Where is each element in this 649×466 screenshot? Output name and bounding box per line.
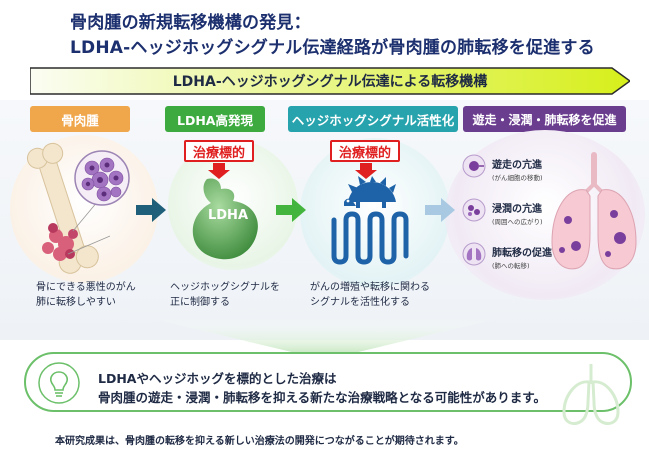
- receptor-icon: [331, 211, 409, 265]
- hedgehog-caption: がんの増殖や転移に関わる シグナルを活性化する: [310, 280, 430, 310]
- arrow-right-icon: [136, 198, 166, 222]
- treatment-target-hedgehog: 治療標的: [330, 140, 400, 162]
- lungs-icon: [551, 152, 637, 270]
- conclusion-callout: [24, 352, 632, 412]
- ldha-caption: ヘッジホッグシグナルを 正に制御する: [170, 280, 280, 310]
- funnel-shape: [150, 318, 500, 354]
- effect-sub: (肺への転移): [492, 262, 530, 270]
- callout-line-2: 骨肉腫の遊走・浸潤・肺転移を抑える新たな治療戦略となる可能性があります。: [98, 390, 547, 405]
- stage-hedgehog-label: ヘッジホッグシグナル活性化: [288, 106, 458, 132]
- stage-metastasis-label: 遊走・浸潤・肺転移を促進: [463, 106, 626, 132]
- cell-migration-icon: [462, 154, 486, 178]
- callout-line-1: LDHAやヘッジホッグを標的とした治療は: [98, 371, 337, 386]
- caption-line: 肺に転移しやすい: [36, 297, 116, 308]
- effect-label: 遊走の亢進: [492, 160, 542, 171]
- osteosarcoma-caption: 骨にできる悪性のがん 肺に転移しやすい: [36, 280, 136, 310]
- title-line-2: LDHA-ヘッジホッグシグナル伝達経路が骨肉腫の肺転移を促進する: [70, 38, 595, 58]
- treatment-target-ldha: 治療標的: [184, 140, 254, 162]
- footer-note: 本研究成果は、骨肉腫の転移を抑える新しい治療法の開発につながることが期待されます…: [55, 436, 464, 447]
- stage-osteosarcoma-label: 骨肉腫: [30, 106, 130, 132]
- effect-lung-metastasis: 肺転移の促進 (肺への転移): [492, 248, 552, 272]
- arrow-down-icon: [355, 163, 377, 179]
- hedgehog-icon: [344, 176, 396, 208]
- banner-arrow-icon: [30, 67, 630, 95]
- caption-line: 骨にできる悪性のがん: [36, 282, 136, 293]
- tumor-cells-icon: [74, 150, 130, 206]
- banner-label: LDHA-ヘッジホッグシグナル伝達による転移機構: [172, 74, 488, 90]
- effect-invasion: 浸潤の亢進 (周囲への広がり): [492, 204, 543, 228]
- caption-line: 正に制御する: [170, 297, 230, 308]
- bone-icon: [26, 142, 111, 274]
- caption-line: ヘッジホッグシグナルを: [170, 282, 280, 293]
- arrow-down-icon: [208, 163, 230, 179]
- effect-sub: (周囲への広がり): [492, 218, 543, 226]
- caption-line: がんの増殖や転移に関わる: [310, 282, 430, 293]
- ldha-protein-label: LDHA: [207, 208, 248, 223]
- effect-label: 肺転移の促進: [492, 248, 552, 259]
- title-line-1: 骨肉腫の新規転移機構の発見：: [70, 13, 311, 33]
- effect-migration: 遊走の亢進 (がん細胞の移動): [492, 160, 543, 184]
- tumor-mass: [42, 223, 78, 261]
- lungs-outline-icon: [562, 364, 620, 426]
- lung-metastasis-icon: [462, 242, 486, 266]
- ldha-protein-icon: [192, 178, 258, 260]
- lightbulb-icon: [38, 362, 80, 404]
- stage-ldha-label: LDHA高発現: [165, 106, 265, 132]
- arrow-right-icon: [276, 198, 306, 222]
- effect-label: 浸潤の亢進: [492, 204, 542, 215]
- cell-invasion-icon: [462, 198, 486, 222]
- arrow-right-icon: [425, 198, 455, 222]
- caption-line: シグナルを活性化する: [310, 297, 410, 308]
- effect-sub: (がん細胞の移動): [492, 174, 543, 182]
